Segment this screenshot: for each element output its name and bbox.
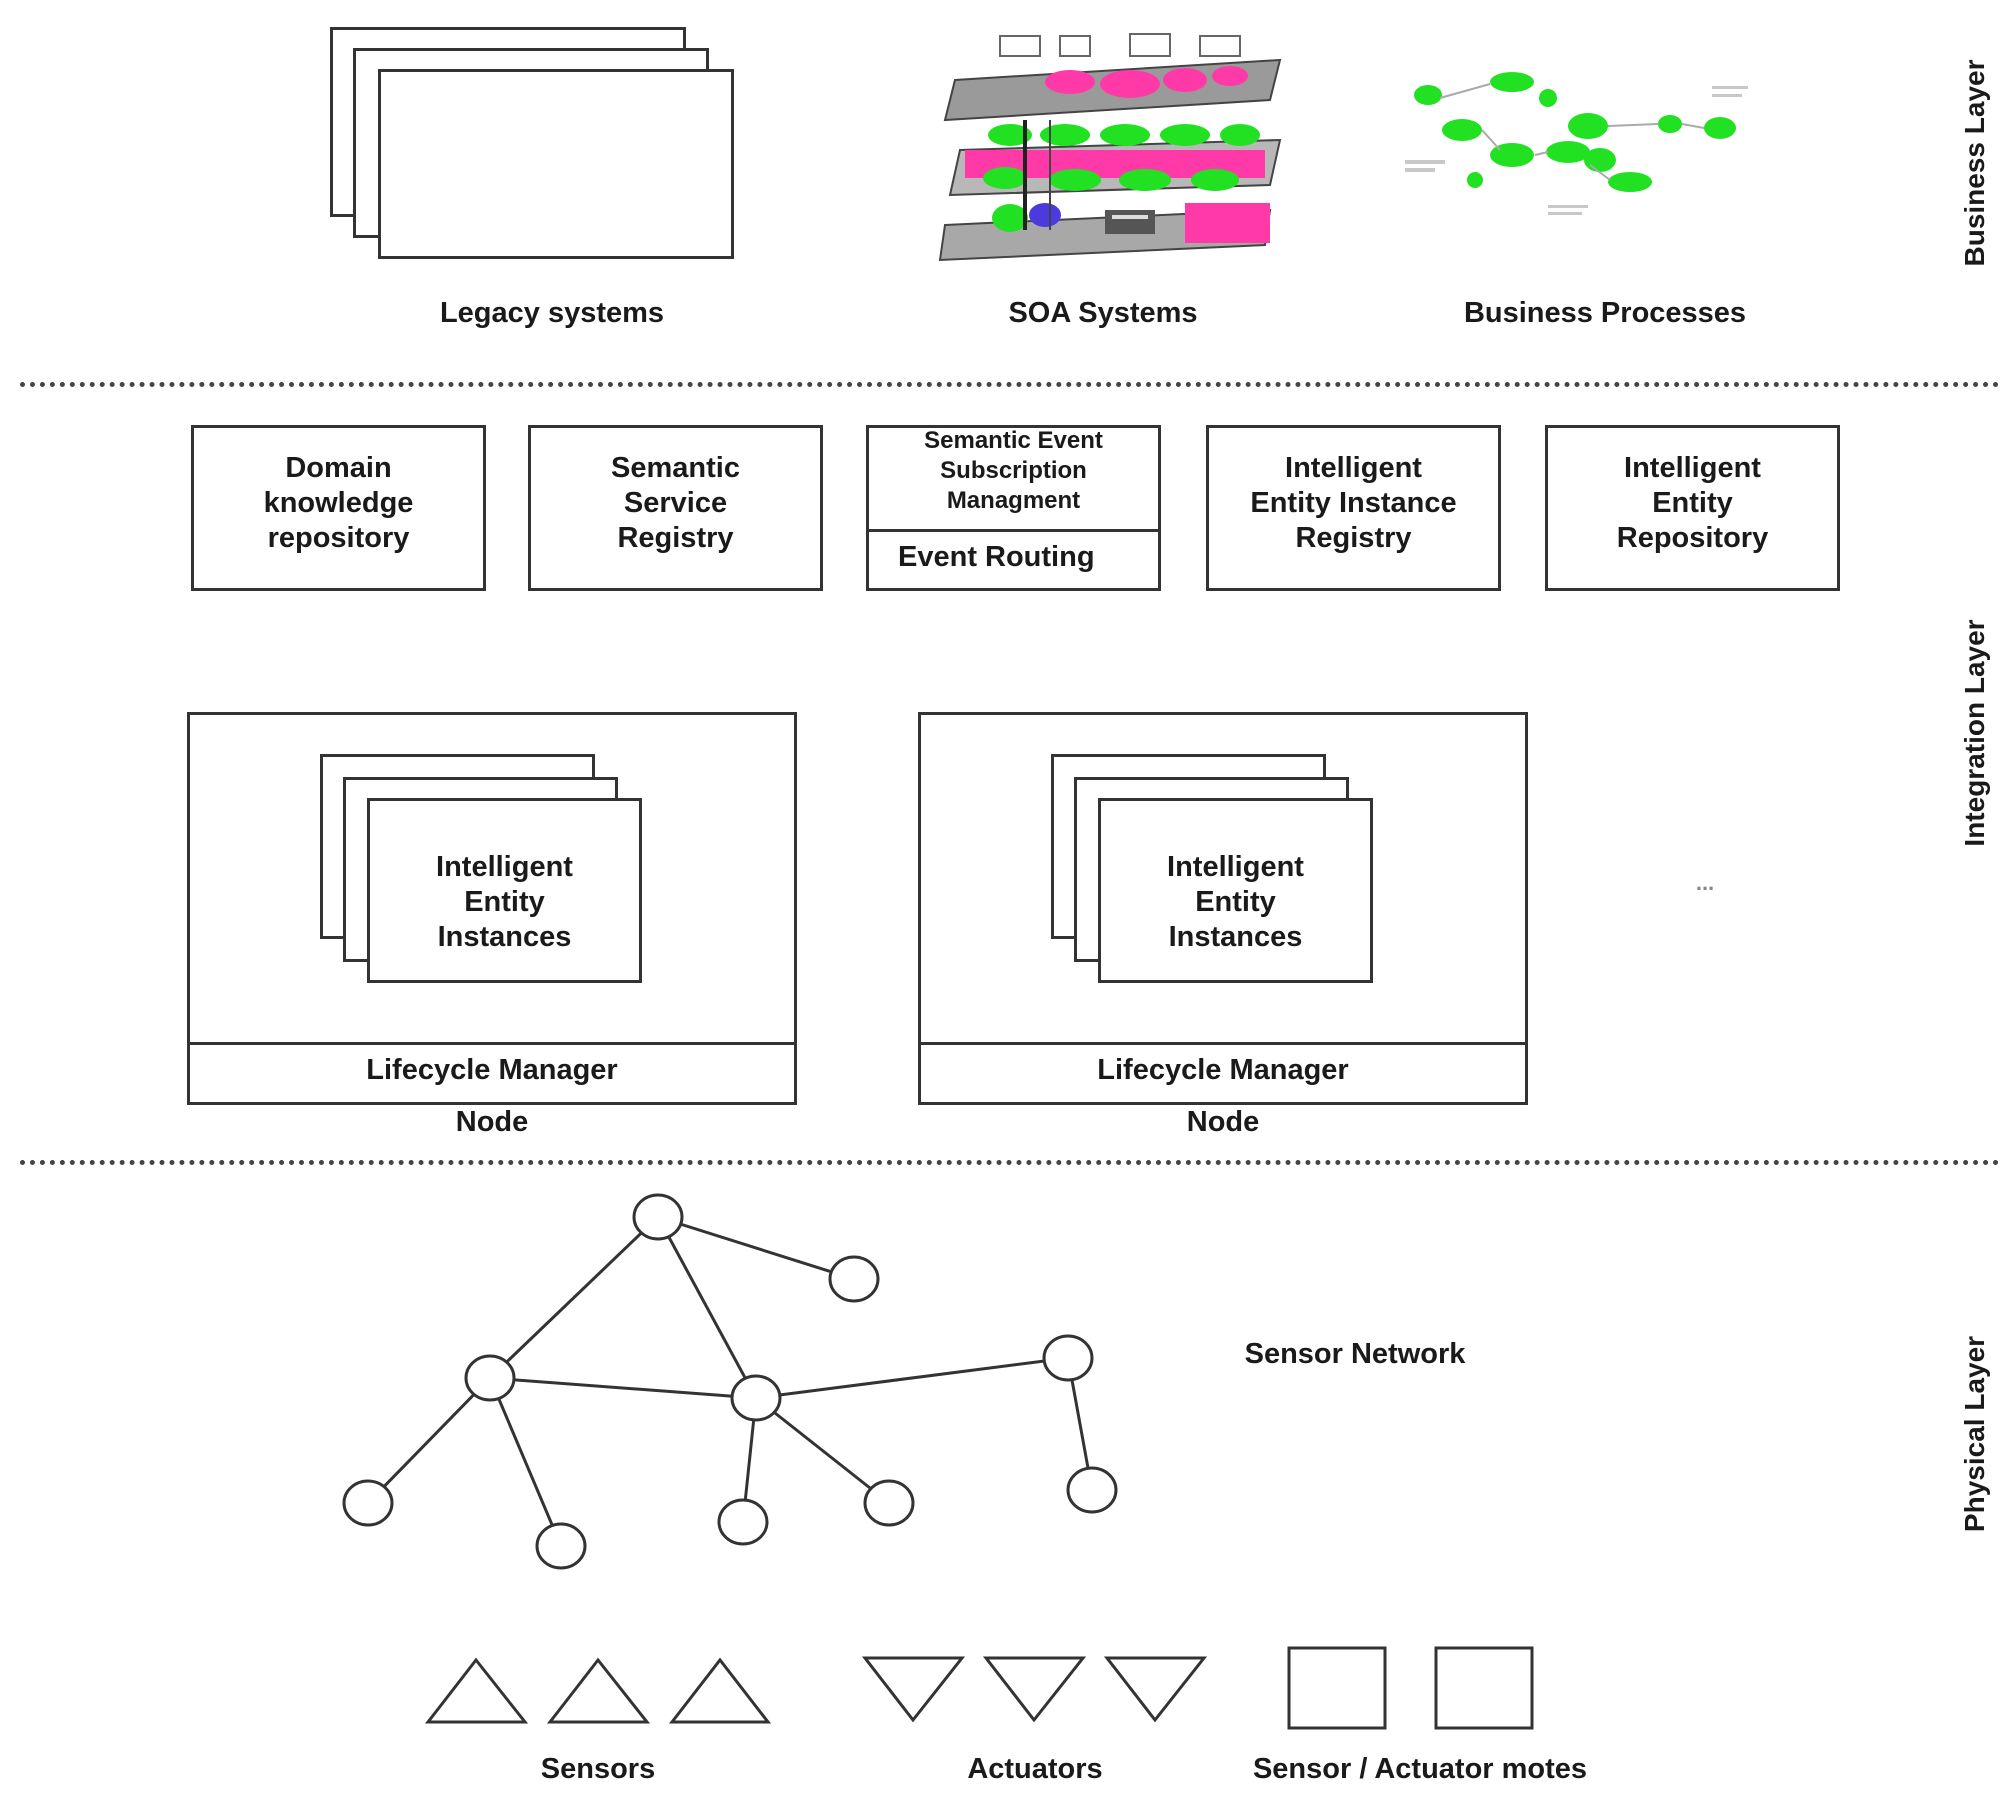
sensor-triangle	[424, 1657, 529, 1724]
sensor-symbols	[424, 1657, 772, 1724]
node-label-1: Node	[455, 1106, 529, 1138]
event-routing-label: Event Routing	[898, 541, 1095, 573]
node-container-1: Intelligent Entity Instances Lifecycle M…	[187, 712, 797, 1105]
lifecycle-divider	[190, 1042, 794, 1045]
mote-square	[1287, 1646, 1387, 1730]
network-node	[342, 1479, 394, 1527]
more-nodes-ellipsis: ...	[1695, 870, 1715, 895]
network-node	[828, 1255, 880, 1303]
actuators-label: Actuators	[967, 1753, 1103, 1785]
network-node	[1042, 1334, 1094, 1382]
node-container-2: Intelligent Entity Instances Lifecycle M…	[918, 712, 1528, 1105]
intelligent-entity-repository: Intelligent Entity Repository	[1545, 425, 1840, 591]
actuator-symbols	[861, 1656, 1208, 1723]
network-node	[1066, 1466, 1118, 1514]
business-integration-divider	[20, 382, 2000, 387]
event-routing-divider	[869, 529, 1158, 532]
lifecycle-divider	[921, 1042, 1525, 1045]
soa-systems-label: SOA Systems	[1008, 297, 1198, 329]
actuator-triangle	[861, 1656, 966, 1723]
sensor-network-label: Sensor Network	[1244, 1338, 1466, 1370]
sensor-triangle	[668, 1657, 772, 1724]
semantic-event-subscription: Semantic Event Subscription Managment	[924, 427, 1103, 514]
intelligent-entity-instances: Intelligent Entity Instances	[367, 798, 642, 983]
actuator-triangle	[1103, 1656, 1208, 1723]
legacy-window-front	[378, 69, 734, 259]
domain-knowledge-repository: Domain knowledge repository	[191, 425, 486, 591]
network-node	[632, 1193, 684, 1241]
network-node	[863, 1479, 915, 1527]
lifecycle-manager-label: Lifecycle Manager	[366, 1054, 618, 1086]
lifecycle-manager-label: Lifecycle Manager	[1097, 1054, 1349, 1086]
node-label-2: Node	[1186, 1106, 1260, 1138]
sensor-triangle	[546, 1657, 651, 1724]
business-processes-label: Business Processes	[1463, 297, 1747, 329]
intelligent-entity-instance-registry: Intelligent Entity Instance Registry	[1206, 425, 1501, 591]
network-nodes	[342, 1193, 1118, 1570]
motes-label: Sensor / Actuator motes	[1252, 1753, 1588, 1785]
intelligent-entity-instances: Intelligent Entity Instances	[1098, 798, 1373, 983]
network-node	[464, 1354, 516, 1402]
network-node	[535, 1522, 587, 1570]
network-node	[717, 1498, 769, 1546]
semantic-service-registry: Semantic Service Registry	[528, 425, 823, 591]
legacy-systems-label: Legacy systems	[439, 297, 665, 329]
semantic-event-box: Semantic Event Subscription Managment Ev…	[866, 425, 1161, 591]
network-node	[730, 1374, 782, 1422]
sensors-label: Sensors	[540, 1753, 656, 1785]
mote-symbols	[1287, 1646, 1534, 1730]
actuator-triangle	[982, 1656, 1087, 1723]
integration-physical-divider	[20, 1160, 2000, 1165]
mote-square	[1434, 1646, 1534, 1730]
